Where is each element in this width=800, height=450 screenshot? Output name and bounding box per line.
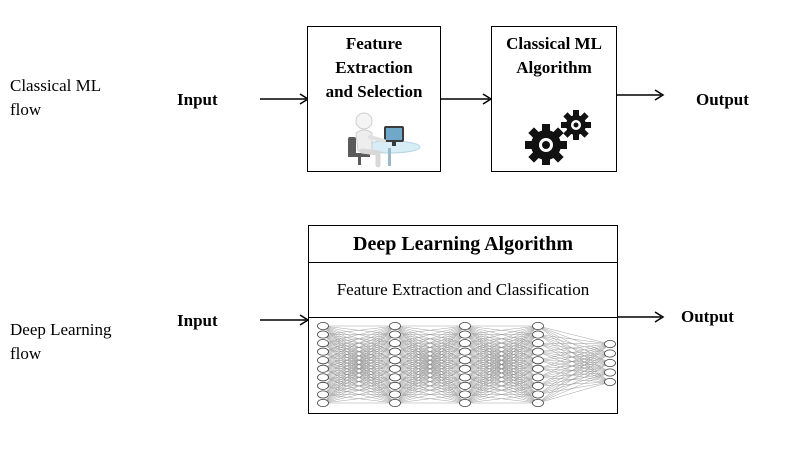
network-node: [459, 322, 471, 330]
network-node: [317, 399, 329, 408]
network-node: [317, 373, 329, 382]
feature-box-line1: Feature: [345, 34, 403, 53]
classical-input-label: Input: [177, 90, 218, 109]
classical-row-label-line1: Classical ML: [10, 76, 102, 95]
network-connections: [322, 325, 611, 404]
deep-learning-title-cell: Deep Learning Algorithm: [309, 226, 617, 263]
person-at-computer-icon: [348, 112, 421, 168]
classical-algorithm-box: Classical ML Algorithm: [491, 26, 617, 172]
network-node: [532, 347, 544, 356]
classical-row-label-line2: flow: [10, 100, 42, 119]
network-node: [459, 330, 471, 339]
deep-learning-subtitle: Feature Extraction and Classification: [336, 280, 590, 299]
network-node: [317, 339, 329, 348]
network-node: [459, 373, 471, 382]
network-node: [604, 339, 616, 348]
network-node: [317, 381, 329, 390]
classical-output-arrow: [617, 89, 665, 101]
network-node: [532, 364, 544, 373]
network-node: [317, 322, 329, 330]
algorithm-box-line2: Algorithm: [516, 58, 592, 77]
network-node: [389, 390, 401, 399]
classical-output-label: Output: [696, 90, 749, 109]
neural-network-illustration: [317, 322, 616, 408]
deep-learning-title: Deep Learning Algorithm: [353, 233, 573, 255]
network-node: [604, 359, 616, 368]
network-node: [604, 368, 616, 377]
network-node: [317, 356, 329, 365]
network-node: [389, 373, 401, 382]
network-node: [389, 399, 401, 408]
deep-row-label-line1: Deep Learning: [10, 320, 112, 339]
network-node: [532, 381, 544, 390]
classical-row-label: Classical ML flow: [10, 74, 150, 122]
network-node: [459, 364, 471, 373]
network-node: [532, 390, 544, 399]
network-node: [532, 339, 544, 348]
network-node: [532, 322, 544, 330]
network-node: [459, 381, 471, 390]
network-node: [604, 378, 616, 387]
network-node: [389, 364, 401, 373]
classical-input-arrow: [260, 93, 310, 105]
deep-input-arrow: [260, 314, 310, 326]
deep-learning-box: Deep Learning Algorithm Feature Extracti…: [308, 225, 618, 414]
network-node: [317, 330, 329, 339]
network-node: [532, 356, 544, 365]
deep-learning-subtitle-cell: Feature Extraction and Classification: [309, 263, 617, 318]
feature-box-line2: Extraction: [335, 58, 413, 77]
deep-row-label: Deep Learning flow: [10, 318, 150, 366]
network-node: [389, 356, 401, 365]
network-node: [459, 356, 471, 365]
network-node: [459, 399, 471, 408]
network-node: [532, 399, 544, 408]
network-node: [389, 347, 401, 356]
network-node: [459, 339, 471, 348]
feature-to-algorithm-arrow: [441, 93, 493, 105]
network-node: [389, 339, 401, 348]
network-node: [389, 322, 401, 330]
network-node: [389, 330, 401, 339]
feature-extraction-box: Feature Extraction and Selection: [307, 26, 441, 172]
network-node: [532, 373, 544, 382]
network-node: [532, 330, 544, 339]
network-node: [459, 390, 471, 399]
algorithm-box-line1: Classical ML: [506, 34, 602, 53]
network-node: [389, 381, 401, 390]
network-node: [317, 390, 329, 399]
deep-output-label: Output: [681, 307, 734, 326]
deep-output-arrow: [617, 311, 665, 323]
network-node: [317, 347, 329, 356]
network-node: [459, 347, 471, 356]
network-node: [604, 349, 616, 358]
deep-row-label-line2: flow: [10, 344, 42, 363]
gears-icon: [525, 110, 591, 165]
network-node: [317, 364, 329, 373]
feature-box-line3: and Selection: [325, 82, 423, 101]
deep-input-label: Input: [177, 311, 218, 330]
